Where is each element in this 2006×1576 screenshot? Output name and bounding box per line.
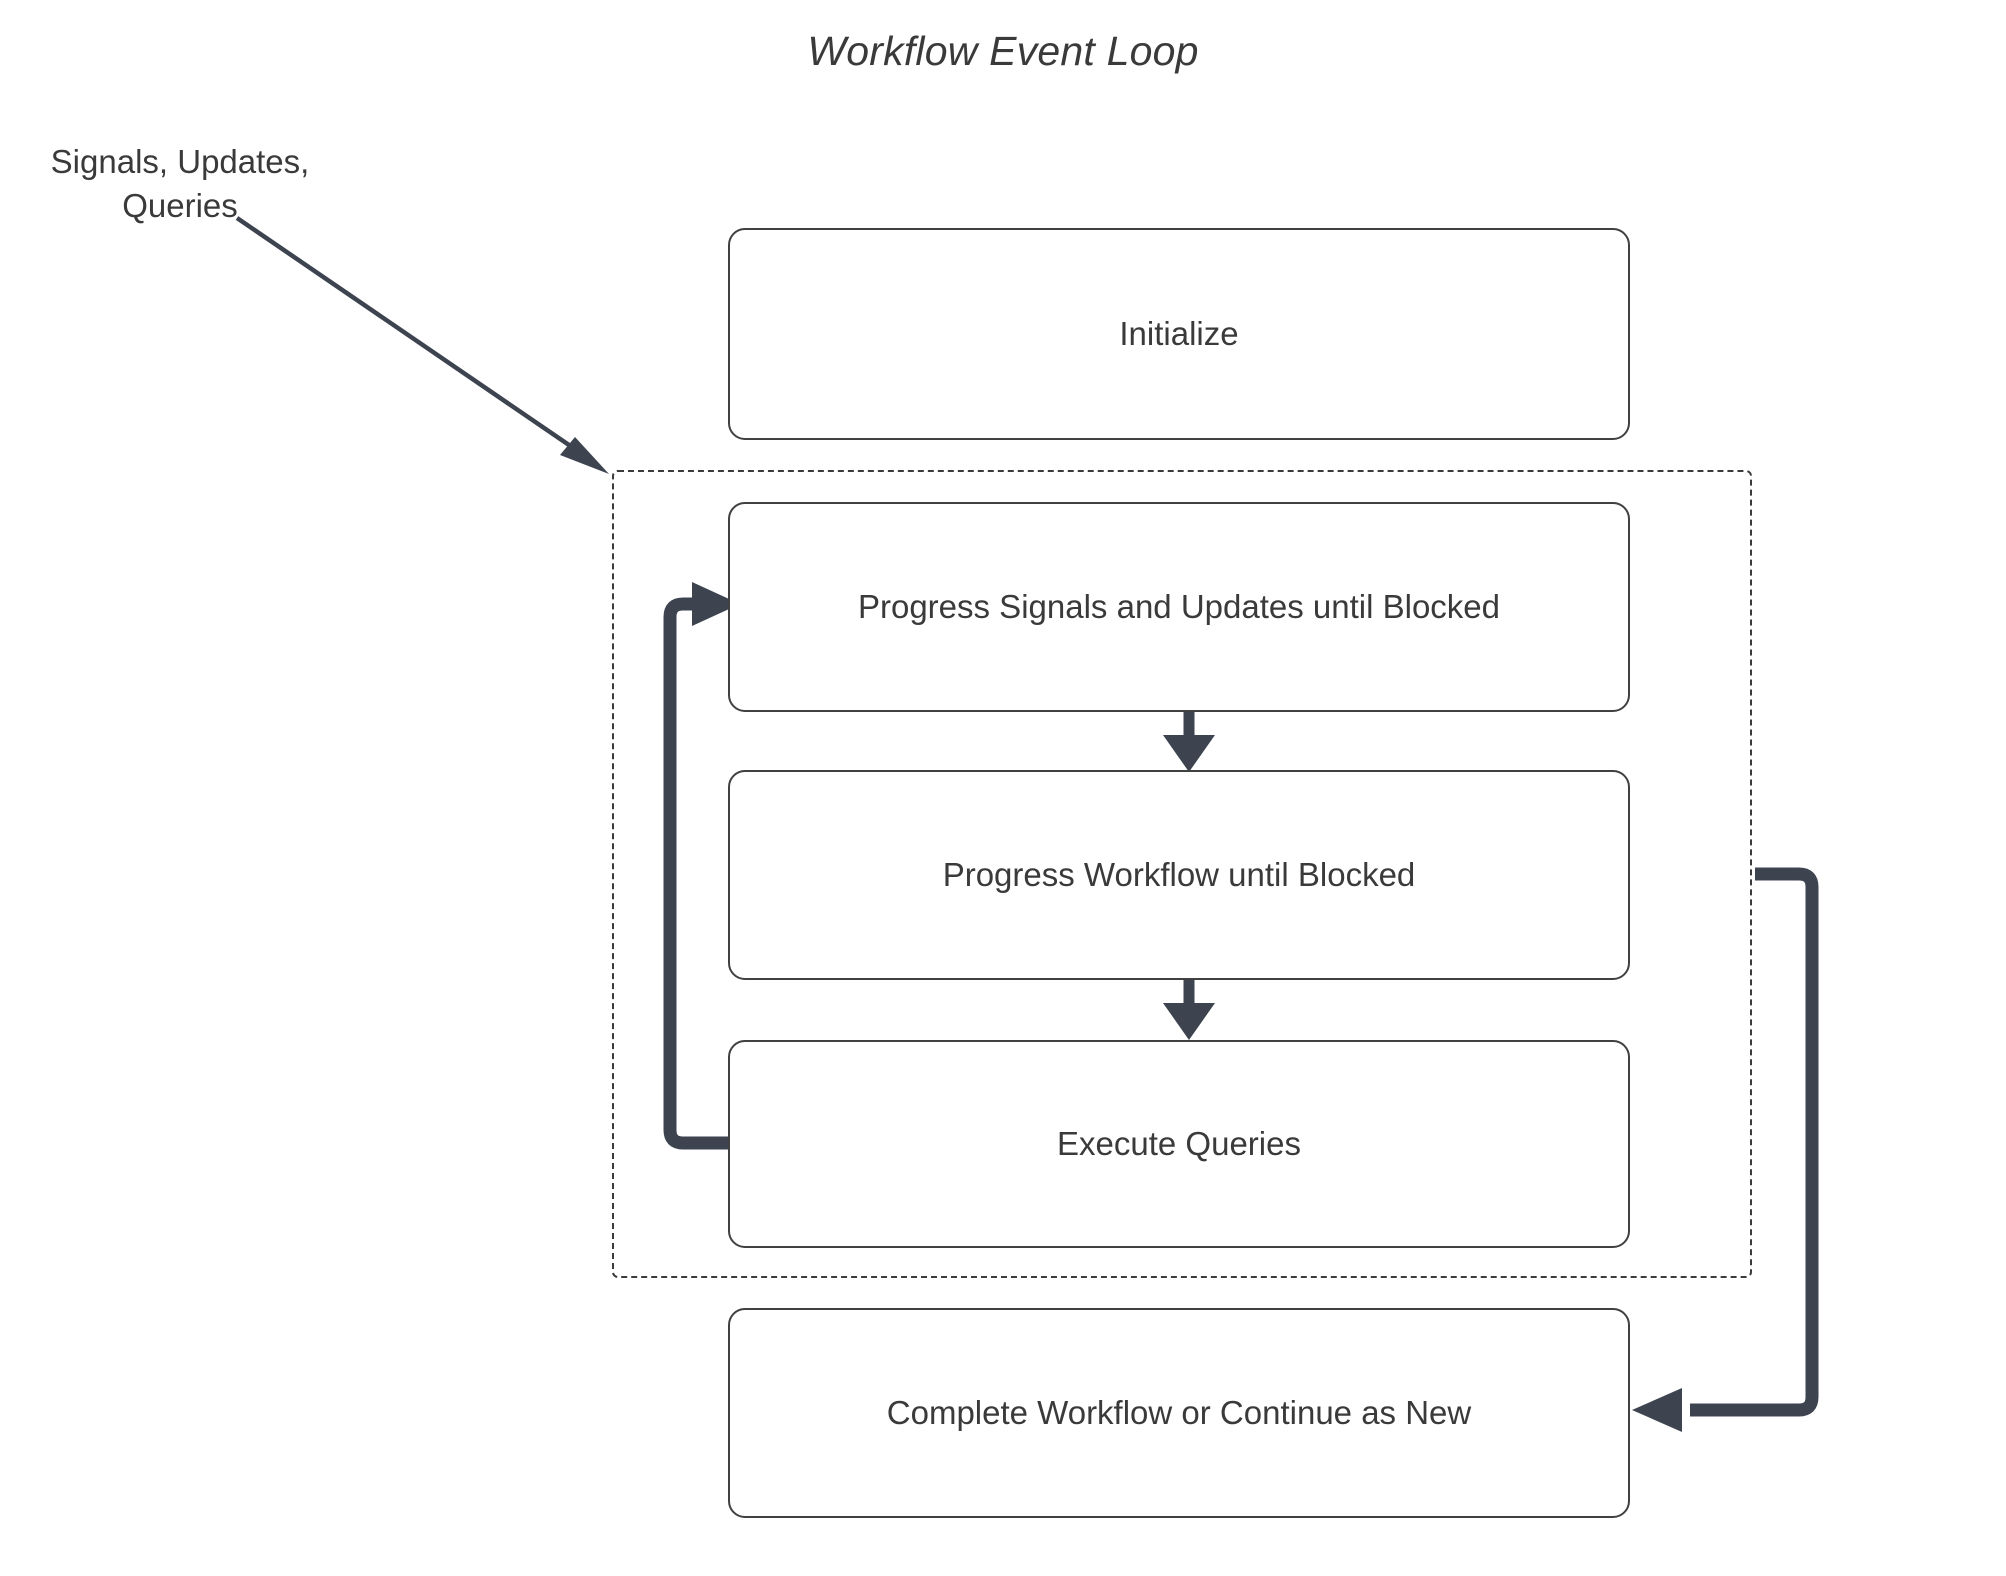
node-initialize[interactable]: Initialize	[728, 228, 1630, 440]
external-input-label: Signals, Updates, Queries	[50, 143, 310, 224]
node-progress-workflow[interactable]: Progress Workflow until Blocked	[728, 770, 1630, 980]
node-execute-queries[interactable]: Execute Queries	[728, 1040, 1630, 1248]
page-title: Workflow Event Loop	[807, 28, 1199, 74]
node-complete-workflow[interactable]: Complete Workflow or Continue as New	[728, 1308, 1630, 1518]
loop-container	[612, 470, 1752, 1278]
node-progress-signals-and-updates[interactable]: Progress Signals and Updates until Block…	[728, 502, 1630, 712]
edge-external-input	[235, 216, 609, 474]
